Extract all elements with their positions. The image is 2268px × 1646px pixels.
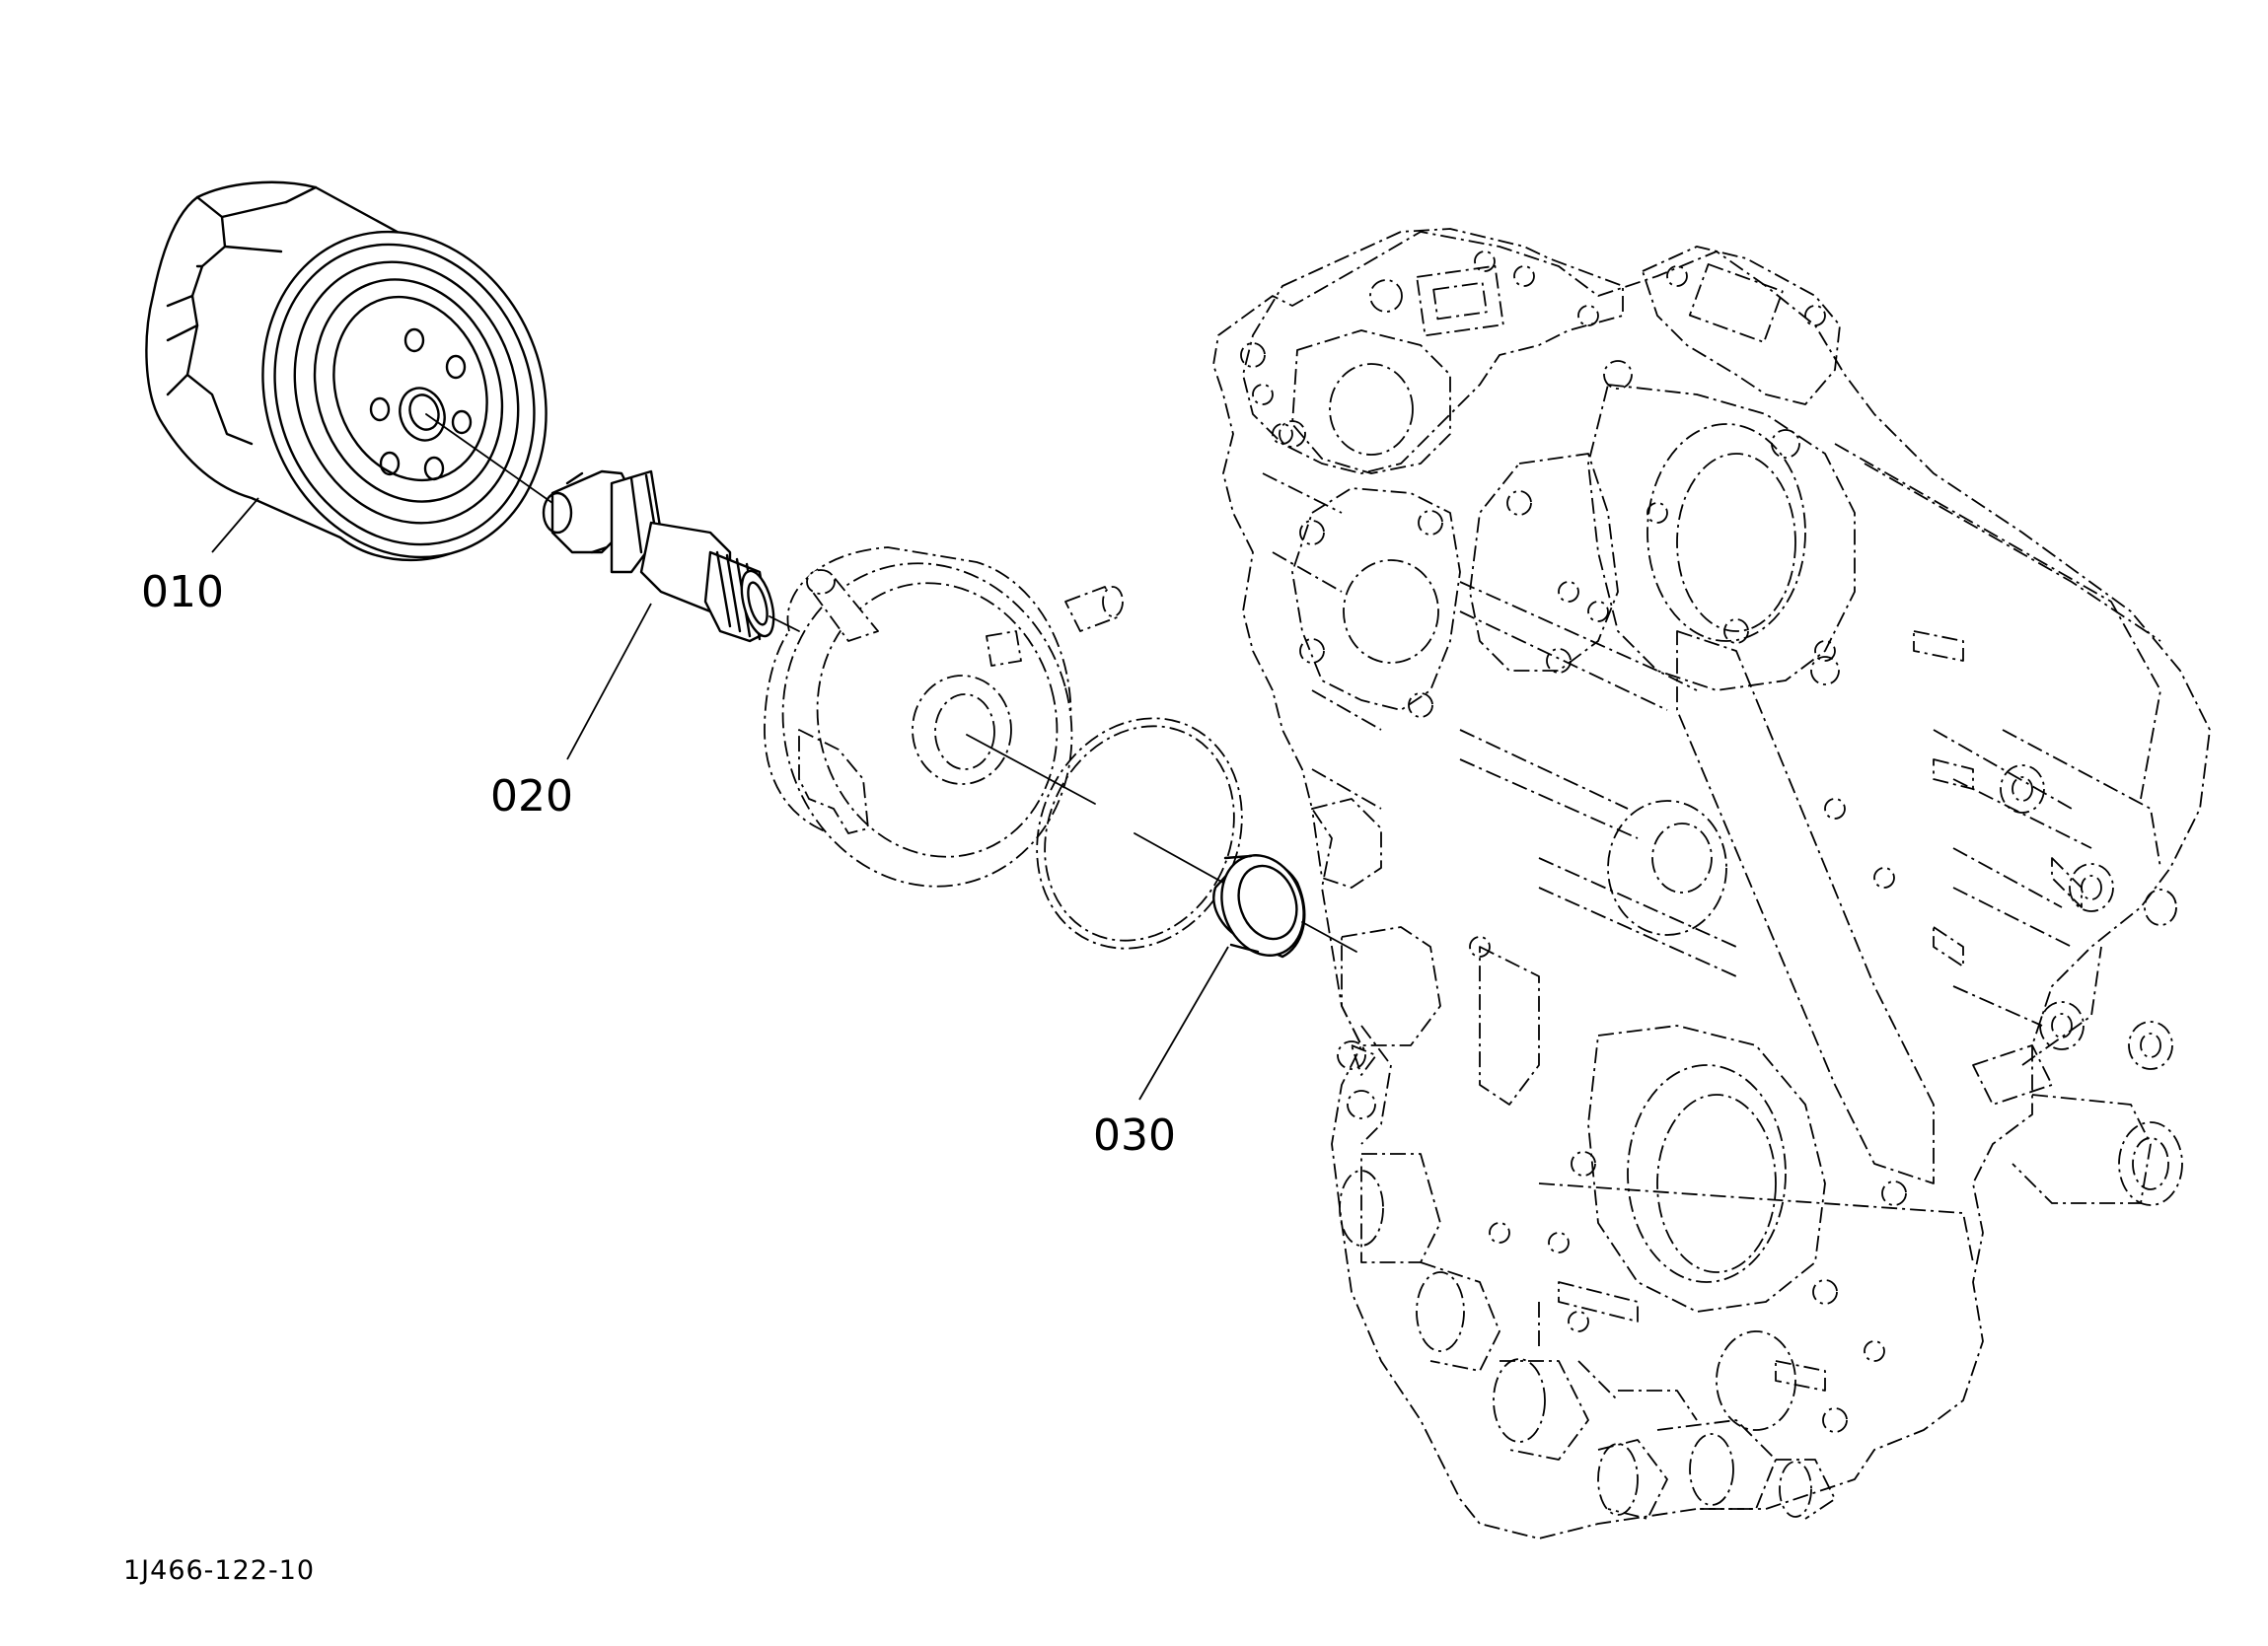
gear-case [1212, 228, 2211, 1539]
leader-030 [1138, 946, 1229, 1101]
assembly-axis [425, 413, 1357, 953]
part-label-030[interactable]: 030 [1093, 1110, 1176, 1161]
document-number: 1J466-122-10 [123, 1555, 315, 1586]
oil-filter-cartridge[interactable] [145, 180, 591, 598]
oil-seal-ring[interactable] [1208, 843, 1318, 966]
leader-010 [211, 497, 259, 553]
part-label-020[interactable]: 020 [490, 771, 573, 822]
leader-020 [566, 603, 652, 760]
part-label-010[interactable]: 010 [141, 567, 224, 617]
threaded-pipe-joint[interactable] [542, 469, 779, 643]
oil-cooler[interactable] [747, 531, 1124, 919]
